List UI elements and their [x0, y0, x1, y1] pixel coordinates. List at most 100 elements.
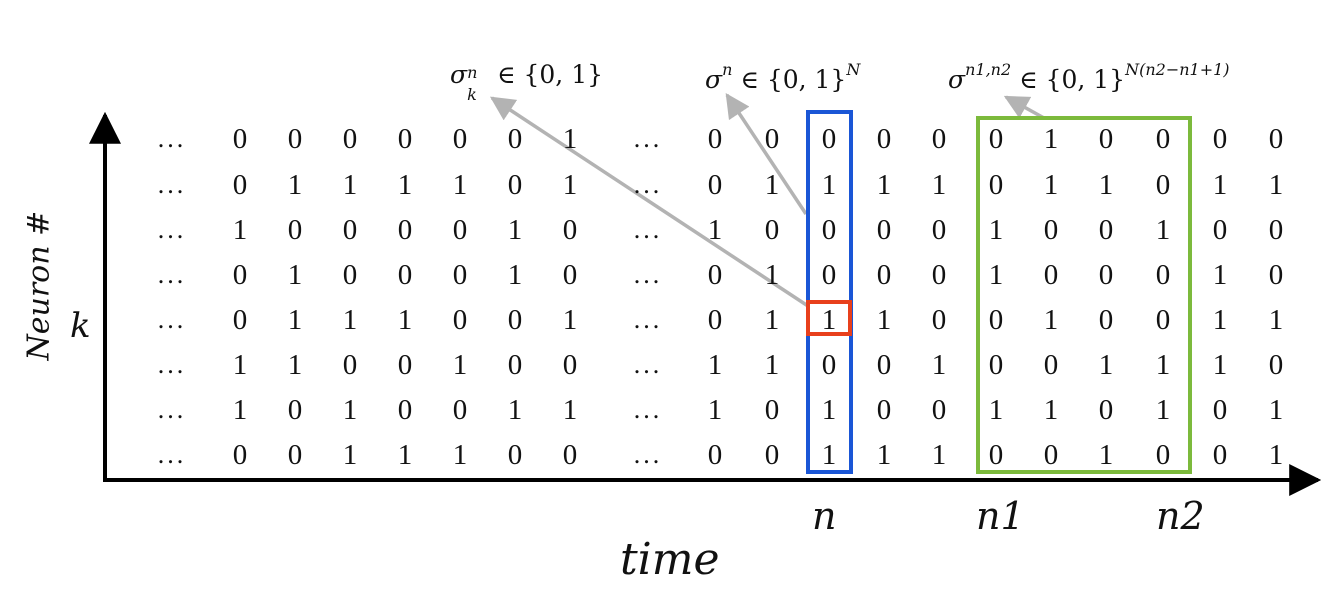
matrix-cell: 1	[287, 169, 303, 201]
ellipsis: ...	[633, 124, 663, 153]
matrix-cell: 0	[342, 349, 358, 381]
matrix-cell: 0	[931, 394, 947, 426]
ellipsis: ...	[633, 215, 663, 244]
matrix-cell: 1	[1043, 394, 1059, 426]
matrix-cell: 1	[562, 304, 578, 336]
matrix-cell: 0	[397, 259, 413, 291]
matrix-cell: 0	[287, 214, 303, 246]
matrix-cell: 0	[1155, 259, 1171, 291]
matrix-cell: 0	[876, 123, 892, 155]
matrix-cell: 1	[1098, 349, 1114, 381]
matrix-cell: 0	[876, 394, 892, 426]
matrix-cell: 0	[821, 123, 837, 155]
matrix-cell: 1	[1212, 304, 1228, 336]
matrix-cell: 0	[562, 439, 578, 471]
matrix-cell: 1	[1098, 439, 1114, 471]
annotation-sigma-n1-n2: σn1,n2 ∈ {0, 1}N(n2−n1+1)	[948, 60, 1230, 94]
neuron-k-time-n-highlight-box	[806, 300, 852, 336]
matrix-cell: 1	[397, 439, 413, 471]
matrix-cell: 0	[988, 123, 1004, 155]
row-marker-k: k	[70, 306, 91, 346]
matrix-cell: 1	[1268, 304, 1284, 336]
matrix-cell: 1	[1212, 259, 1228, 291]
matrix-cell: 1	[821, 304, 837, 336]
matrix-cell: 1	[562, 169, 578, 201]
matrix-cell: 0	[988, 439, 1004, 471]
matrix-cell: 1	[452, 349, 468, 381]
arrow-sigma-n	[725, 92, 808, 215]
ellipsis: ...	[157, 350, 187, 379]
matrix-cell: 1	[876, 304, 892, 336]
col-marker-n2: n2	[1156, 494, 1205, 538]
matrix-cell: 0	[1155, 123, 1171, 155]
matrix-cell: 0	[988, 304, 1004, 336]
matrix-cell: 0	[1043, 259, 1059, 291]
matrix-cell: 0	[821, 259, 837, 291]
matrix-cell: 1	[287, 349, 303, 381]
matrix-cell: 0	[397, 214, 413, 246]
matrix-cell: 0	[876, 214, 892, 246]
matrix-cell: 1	[988, 394, 1004, 426]
matrix-cell: 1	[876, 439, 892, 471]
matrix-cell: 0	[342, 259, 358, 291]
matrix-cell: 1	[707, 349, 723, 381]
matrix-cell: 0	[764, 394, 780, 426]
matrix-cell: 1	[562, 123, 578, 155]
matrix-cell: 1	[507, 394, 523, 426]
arrow-sigma-n1-n2	[1003, 95, 1045, 120]
matrix-cell: 0	[507, 123, 523, 155]
matrix-cell: 0	[1212, 439, 1228, 471]
matrix-cell: 0	[232, 304, 248, 336]
matrix-cell: 1	[287, 259, 303, 291]
matrix-cell: 0	[931, 123, 947, 155]
matrix-cell: 0	[287, 439, 303, 471]
matrix-cell: 1	[507, 214, 523, 246]
matrix-cell: 0	[707, 304, 723, 336]
column-n-highlight-box	[806, 110, 853, 474]
ellipsis: ...	[157, 440, 187, 469]
matrix-cell: 1	[1155, 214, 1171, 246]
matrix-cell: 0	[931, 259, 947, 291]
matrix-cell: 1	[342, 304, 358, 336]
matrix-cell: 0	[876, 349, 892, 381]
ellipsis: ...	[633, 260, 663, 289]
matrix-cell: 1	[452, 169, 468, 201]
matrix-cell: 1	[232, 214, 248, 246]
matrix-cell: 0	[1098, 394, 1114, 426]
matrix-cell: 0	[342, 214, 358, 246]
matrix-cell: 0	[988, 349, 1004, 381]
matrix-cell: 0	[1212, 123, 1228, 155]
matrix-cell: 0	[931, 214, 947, 246]
matrix-cell: 0	[507, 169, 523, 201]
matrix-cell: 0	[507, 349, 523, 381]
matrix-cell: 1	[1098, 169, 1114, 201]
matrix-cell: 1	[342, 169, 358, 201]
matrix-cell: 1	[876, 169, 892, 201]
col-marker-n1: n1	[976, 494, 1025, 538]
matrix-cell: 1	[821, 169, 837, 201]
matrix-cell: 1	[397, 304, 413, 336]
matrix-cell: 1	[821, 394, 837, 426]
matrix-cell: 0	[821, 214, 837, 246]
matrix-cell: 0	[1098, 259, 1114, 291]
matrix-cell: 0	[1098, 123, 1114, 155]
matrix-cell: 1	[821, 439, 837, 471]
matrix-cell: 0	[1043, 214, 1059, 246]
matrix-cell: 0	[1098, 214, 1114, 246]
matrix-cell: 0	[1212, 214, 1228, 246]
ellipsis: ...	[157, 260, 187, 289]
annotation-sigma-n: σn ∈ {0, 1}N	[705, 60, 861, 94]
matrix-cell: 0	[1043, 349, 1059, 381]
x-axis-label: time	[620, 534, 720, 585]
arrow-sigma-k-n	[489, 96, 809, 308]
matrix-cell: 0	[764, 123, 780, 155]
matrix-cell: 1	[931, 439, 947, 471]
matrix-cell: 1	[1155, 394, 1171, 426]
matrix-cell: 0	[764, 439, 780, 471]
matrix-cell: 0	[452, 214, 468, 246]
matrix-cell: 0	[452, 304, 468, 336]
matrix-cell: 1	[1043, 304, 1059, 336]
matrix-cell: 1	[1212, 349, 1228, 381]
matrix-cell: 0	[232, 439, 248, 471]
